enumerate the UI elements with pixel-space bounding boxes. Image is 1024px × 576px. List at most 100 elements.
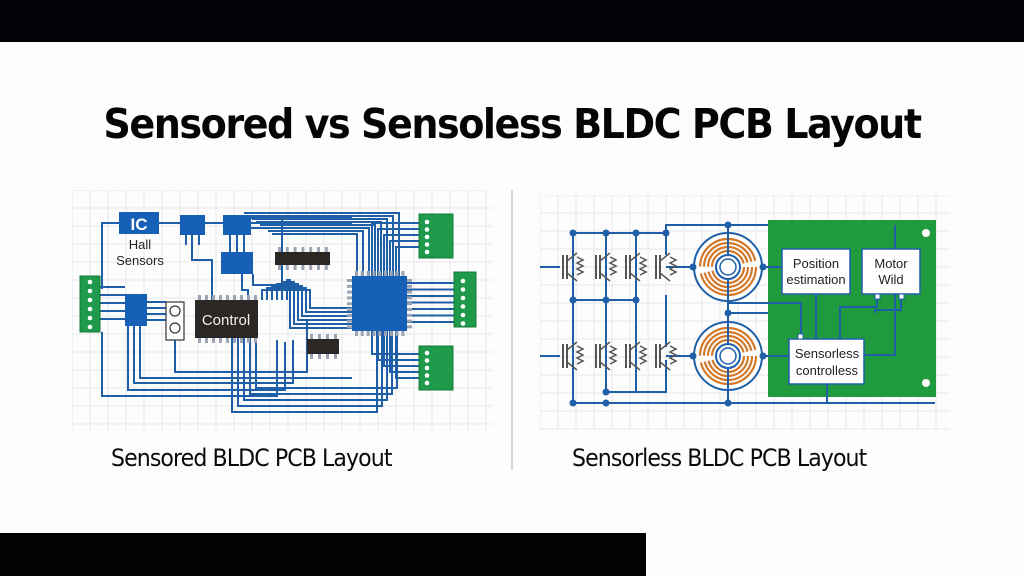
motor-label-line2: Wild bbox=[878, 272, 903, 287]
chip-pin bbox=[347, 319, 352, 323]
dip-chip-bottom bbox=[307, 339, 339, 354]
dip-chip-bottom-pins bbox=[310, 334, 337, 359]
chip-pin bbox=[254, 338, 257, 343]
connector-hole bbox=[87, 297, 93, 303]
trace bbox=[395, 246, 419, 276]
transistor-bridge bbox=[562, 252, 678, 371]
chip-pin bbox=[317, 247, 320, 252]
hall-sensor-chip-1 bbox=[180, 215, 205, 235]
chip-pin bbox=[401, 331, 405, 336]
chip-pin bbox=[205, 338, 208, 343]
ic-label: IC bbox=[131, 215, 148, 234]
junction-node bbox=[662, 229, 670, 237]
junction-node bbox=[602, 388, 610, 396]
chip-pin bbox=[407, 319, 412, 323]
chip-pin bbox=[401, 271, 405, 276]
junction-node bbox=[689, 352, 697, 360]
chip-pin bbox=[407, 284, 412, 288]
trace bbox=[255, 331, 398, 389]
connector-hole bbox=[424, 350, 430, 356]
mount-hole bbox=[922, 229, 930, 237]
junction-node bbox=[724, 221, 732, 229]
junction-nodes bbox=[569, 221, 767, 407]
chip-pin bbox=[324, 265, 328, 270]
trace bbox=[266, 287, 352, 313]
chip-pin bbox=[317, 265, 320, 270]
left-connector bbox=[79, 275, 101, 333]
control-label: Control bbox=[202, 312, 250, 329]
igbt-transistor bbox=[562, 252, 585, 282]
chip-pin bbox=[347, 313, 352, 317]
connector-hole bbox=[424, 219, 430, 225]
junction-node bbox=[724, 309, 732, 317]
bottom-letterbox-bar bbox=[0, 533, 646, 576]
junction-node bbox=[602, 229, 610, 237]
chip-pin bbox=[318, 334, 321, 339]
igbt-transistor bbox=[625, 252, 648, 282]
control-chip-pins bbox=[198, 295, 257, 343]
chip-pin bbox=[360, 331, 364, 336]
chip-pin bbox=[301, 265, 305, 270]
control-chip bbox=[195, 300, 258, 338]
chip-pin bbox=[347, 284, 352, 288]
chip-pin bbox=[407, 296, 412, 300]
chip-pin bbox=[293, 247, 297, 252]
trace bbox=[252, 218, 388, 276]
hall-sensor-component bbox=[165, 301, 185, 341]
trace bbox=[383, 234, 419, 276]
junction-node bbox=[632, 229, 640, 237]
trace bbox=[864, 294, 896, 356]
trace bbox=[127, 326, 286, 391]
chip-pin bbox=[247, 295, 250, 300]
connector-hole bbox=[424, 365, 430, 371]
trace bbox=[272, 233, 358, 276]
hall-label-line2: Sensors bbox=[116, 253, 164, 268]
position-estimation-block bbox=[781, 248, 851, 295]
trace bbox=[139, 326, 352, 379]
igbt-transistor bbox=[595, 252, 618, 282]
junction-node bbox=[759, 263, 767, 271]
chip-pin bbox=[384, 271, 387, 276]
chip-pin bbox=[347, 279, 352, 282]
trace bbox=[383, 331, 419, 367]
trace bbox=[371, 331, 419, 355]
igbt-transistor bbox=[595, 341, 618, 371]
chip-pin bbox=[395, 331, 399, 336]
connector-hole bbox=[424, 380, 430, 386]
connector-mid-right bbox=[453, 271, 477, 328]
chip-pin bbox=[326, 334, 329, 339]
igbt-transistor bbox=[655, 252, 678, 282]
panel-divider bbox=[511, 190, 513, 470]
chip-pin bbox=[347, 302, 352, 306]
trace bbox=[573, 224, 768, 234]
chip-pin bbox=[334, 354, 337, 359]
junction-node bbox=[724, 399, 732, 407]
chip-pin bbox=[310, 354, 313, 359]
motor-wild-block bbox=[861, 248, 921, 295]
trace bbox=[191, 235, 213, 300]
chip-pin bbox=[407, 279, 412, 282]
dip-chip-top-pins bbox=[278, 247, 328, 270]
trace bbox=[268, 230, 364, 276]
chip-pin bbox=[355, 271, 358, 276]
sensorless-pcb-diagram: Position estimation Motor Wild Sensorles… bbox=[540, 195, 950, 430]
trace bbox=[248, 215, 394, 276]
chip-pin bbox=[285, 265, 289, 270]
connector-hole bbox=[460, 295, 466, 301]
chip-pin bbox=[347, 308, 352, 311]
connector-hole bbox=[87, 315, 93, 321]
connector-hole bbox=[460, 321, 466, 326]
chip-pin bbox=[378, 271, 382, 276]
chip-pin bbox=[347, 290, 352, 294]
trace bbox=[244, 212, 400, 276]
connector-hole bbox=[460, 312, 466, 318]
chip-pin bbox=[212, 338, 215, 343]
chip-pin bbox=[407, 290, 412, 294]
junction-node bbox=[602, 399, 610, 407]
chip-pin bbox=[407, 308, 412, 311]
motor-coil bbox=[693, 321, 763, 391]
trace bbox=[101, 222, 119, 289]
chip-pin bbox=[219, 338, 222, 343]
chip-pin bbox=[301, 247, 305, 252]
junction-node bbox=[632, 296, 640, 304]
